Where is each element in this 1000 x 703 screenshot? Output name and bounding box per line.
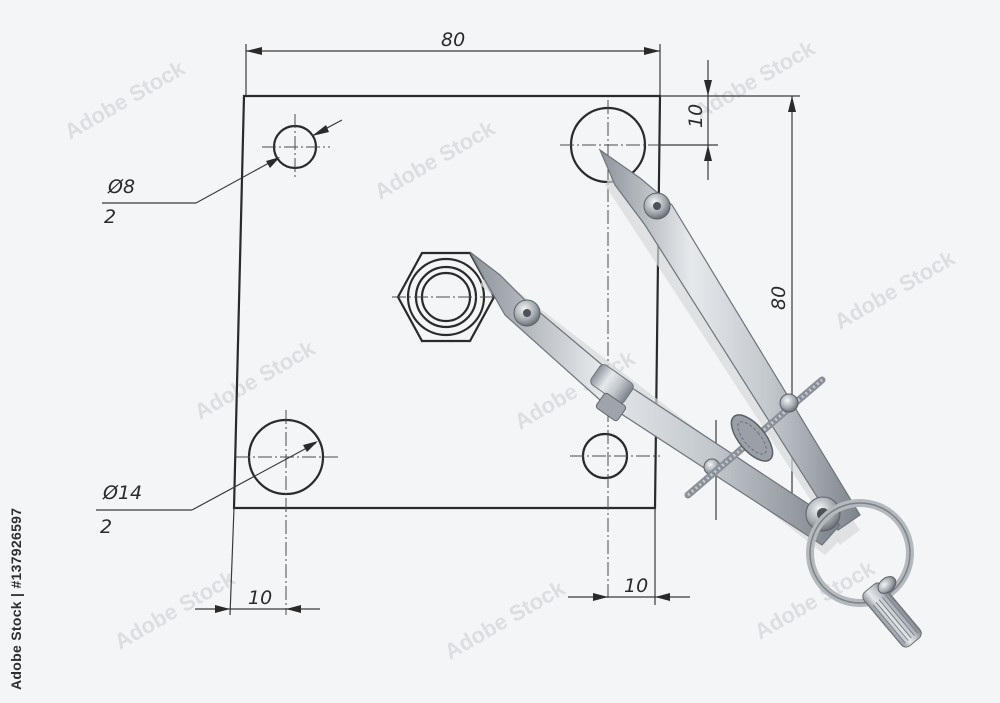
svg-text:Adobe Stock: Adobe Stock bbox=[190, 335, 320, 424]
watermark: Adobe Stock Adobe Stock Adobe Stock Adob… bbox=[60, 35, 960, 664]
svg-text:10: 10 bbox=[685, 104, 707, 128]
leader-small-hole: Ø8 2 bbox=[102, 119, 343, 228]
svg-text:Adobe Stock: Adobe Stock bbox=[830, 245, 960, 334]
svg-text:2: 2 bbox=[104, 206, 116, 228]
svg-text:Adobe Stock: Adobe Stock bbox=[370, 115, 500, 204]
svg-text:Adobe Stock: Adobe Stock bbox=[690, 35, 820, 124]
svg-text:Ø14: Ø14 bbox=[102, 482, 142, 504]
svg-text:Adobe Stock: Adobe Stock bbox=[440, 575, 570, 664]
svg-text:Ø8: Ø8 bbox=[107, 176, 135, 198]
svg-text:80: 80 bbox=[441, 29, 465, 51]
dimension-top-80: 80 bbox=[245, 29, 661, 96]
dimension-bottom-right-10: 10 bbox=[568, 508, 690, 605]
svg-text:Adobe Stock: Adobe Stock bbox=[60, 55, 190, 144]
dimension-right-80: 80 bbox=[660, 95, 800, 510]
svg-text:10: 10 bbox=[624, 575, 648, 597]
small-hole-bottom-right bbox=[570, 432, 660, 480]
hex-nut bbox=[392, 251, 500, 343]
dimension-right-10: 10 bbox=[660, 60, 718, 180]
leader-large-hole: Ø14 2 bbox=[96, 441, 318, 538]
stock-id-label: Adobe Stock | #137926597 bbox=[8, 507, 24, 690]
dimension-bottom-left-10: 10 bbox=[195, 507, 320, 616]
svg-text:2: 2 bbox=[100, 516, 112, 538]
small-hole-top-left bbox=[262, 114, 330, 180]
svg-text:80: 80 bbox=[768, 286, 790, 310]
svg-text:10: 10 bbox=[248, 587, 272, 609]
compass-divider bbox=[469, 148, 922, 648]
